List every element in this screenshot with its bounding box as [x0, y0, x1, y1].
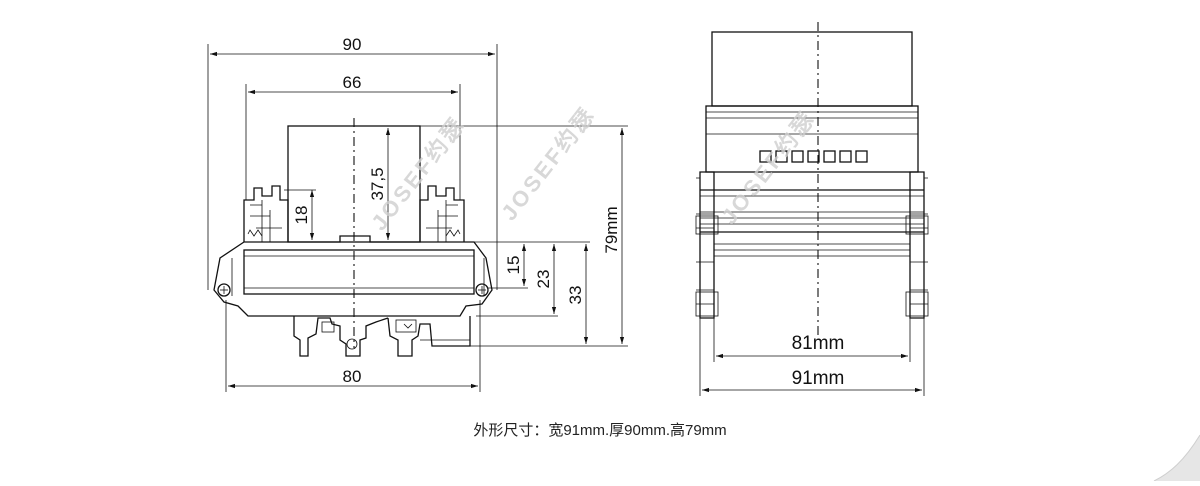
dim-label-80: 80	[343, 367, 362, 386]
front-view: 90 66 37,5 18 15 23	[207, 35, 628, 392]
dim-label-90: 90	[343, 35, 362, 54]
dim-label-91mm: 91mm	[792, 368, 845, 389]
dim-label-79mm: 79mm	[602, 206, 621, 253]
right-screw-icon	[475, 283, 489, 297]
dim-width-inner: 66	[245, 73, 461, 200]
dim-label-66: 66	[343, 73, 362, 92]
dim-width-top: 90	[207, 35, 498, 290]
side-right-endcap	[905, 171, 929, 319]
dim-height-terminal: 18	[284, 189, 316, 240]
dim-height-total: 79mm	[420, 125, 628, 347]
dim-label-15: 15	[504, 256, 523, 275]
dim-total-width: 91mm	[699, 318, 925, 396]
side-rail-bands	[700, 189, 924, 257]
dim-label-18: 18	[292, 206, 311, 225]
side-top-cover	[711, 31, 913, 107]
left-terminal	[243, 185, 289, 242]
din-rail-clip	[293, 316, 471, 357]
dim-width-bottom: 80	[225, 300, 481, 392]
dim-right-heights: 15 23 33	[470, 241, 590, 347]
dim-label-23: 23	[534, 270, 553, 289]
dim-label-81mm: 81mm	[792, 333, 845, 354]
dim-rail-width: 81mm	[713, 318, 911, 362]
caption: 外形尺寸：宽91mm.厚90mm.高79mm	[473, 422, 727, 439]
indicator-windows	[759, 150, 868, 163]
dim-label-37-5: 37,5	[368, 167, 387, 200]
left-screw-icon	[217, 283, 231, 297]
side-view: 81mm 91mm	[695, 22, 929, 396]
dim-label-33: 33	[566, 286, 585, 305]
dim-height-center: 37,5	[368, 127, 391, 240]
right-terminal	[419, 185, 465, 242]
side-upper-body	[705, 105, 919, 173]
page-curl-icon	[1153, 434, 1200, 481]
watermarks: JOSEF约瑟 JOSEF约瑟 JOSEF约瑟	[366, 102, 820, 235]
watermark-text: JOSEF约瑟	[496, 102, 600, 225]
watermark-text: JOSEF约瑟	[716, 106, 820, 229]
base-body	[213, 235, 493, 317]
side-left-endcap	[695, 171, 719, 319]
